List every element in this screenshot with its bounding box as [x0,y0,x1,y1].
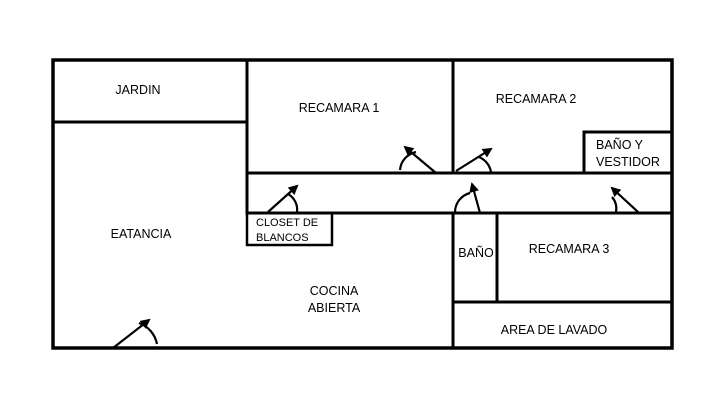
walls [51,58,674,350]
room-label-recamara-1: RECAMARA 1 [299,101,380,115]
door-closet [267,184,299,213]
room-label-bano-vestidor-1: BAÑO Y [596,138,644,152]
door-rec2 [455,147,493,173]
room-label-cocina-2: ABIERTA [308,301,361,315]
door-swing-arrow-icon [610,186,639,213]
room-label-closet-2: BLANCOS [256,232,309,244]
room-label-area-lavado: AREA DE LAVADO [501,323,608,337]
room-label-jardin: JARDIN [115,83,160,97]
door-rec1 [398,145,437,174]
room-label-bano-vestidor-2: VESTIDOR [596,155,660,169]
door-swing-arc [611,196,618,213]
wall-closet [245,211,334,247]
door-swing-arrow-icon [469,182,482,214]
door-swing-arrow-icon [267,184,299,213]
room-label-recamara-3: RECAMARA 3 [529,242,610,256]
wall-bano-vestidor [582,130,674,175]
door-swing-arc [453,191,471,213]
room-label-bano: BAÑO [458,246,494,260]
room-label-closet-1: CLOSET DE [256,217,318,229]
room-label-cocina-1: COCINA [310,284,359,298]
door-swing-arrow-icon [112,318,151,349]
door-entrance [112,318,159,349]
room-label-recamara-2: RECAMARA 2 [496,92,577,106]
door-swing-arrow-icon [403,145,437,174]
door-bano-vestidor [610,186,639,213]
door-swing-arrow-icon [455,147,493,172]
room-label-eatancia: EATANCIA [111,227,172,241]
door-bano [453,182,482,214]
door-swing-arc [478,155,493,173]
outer-wall [51,58,674,350]
door-swing-arc [287,193,299,213]
